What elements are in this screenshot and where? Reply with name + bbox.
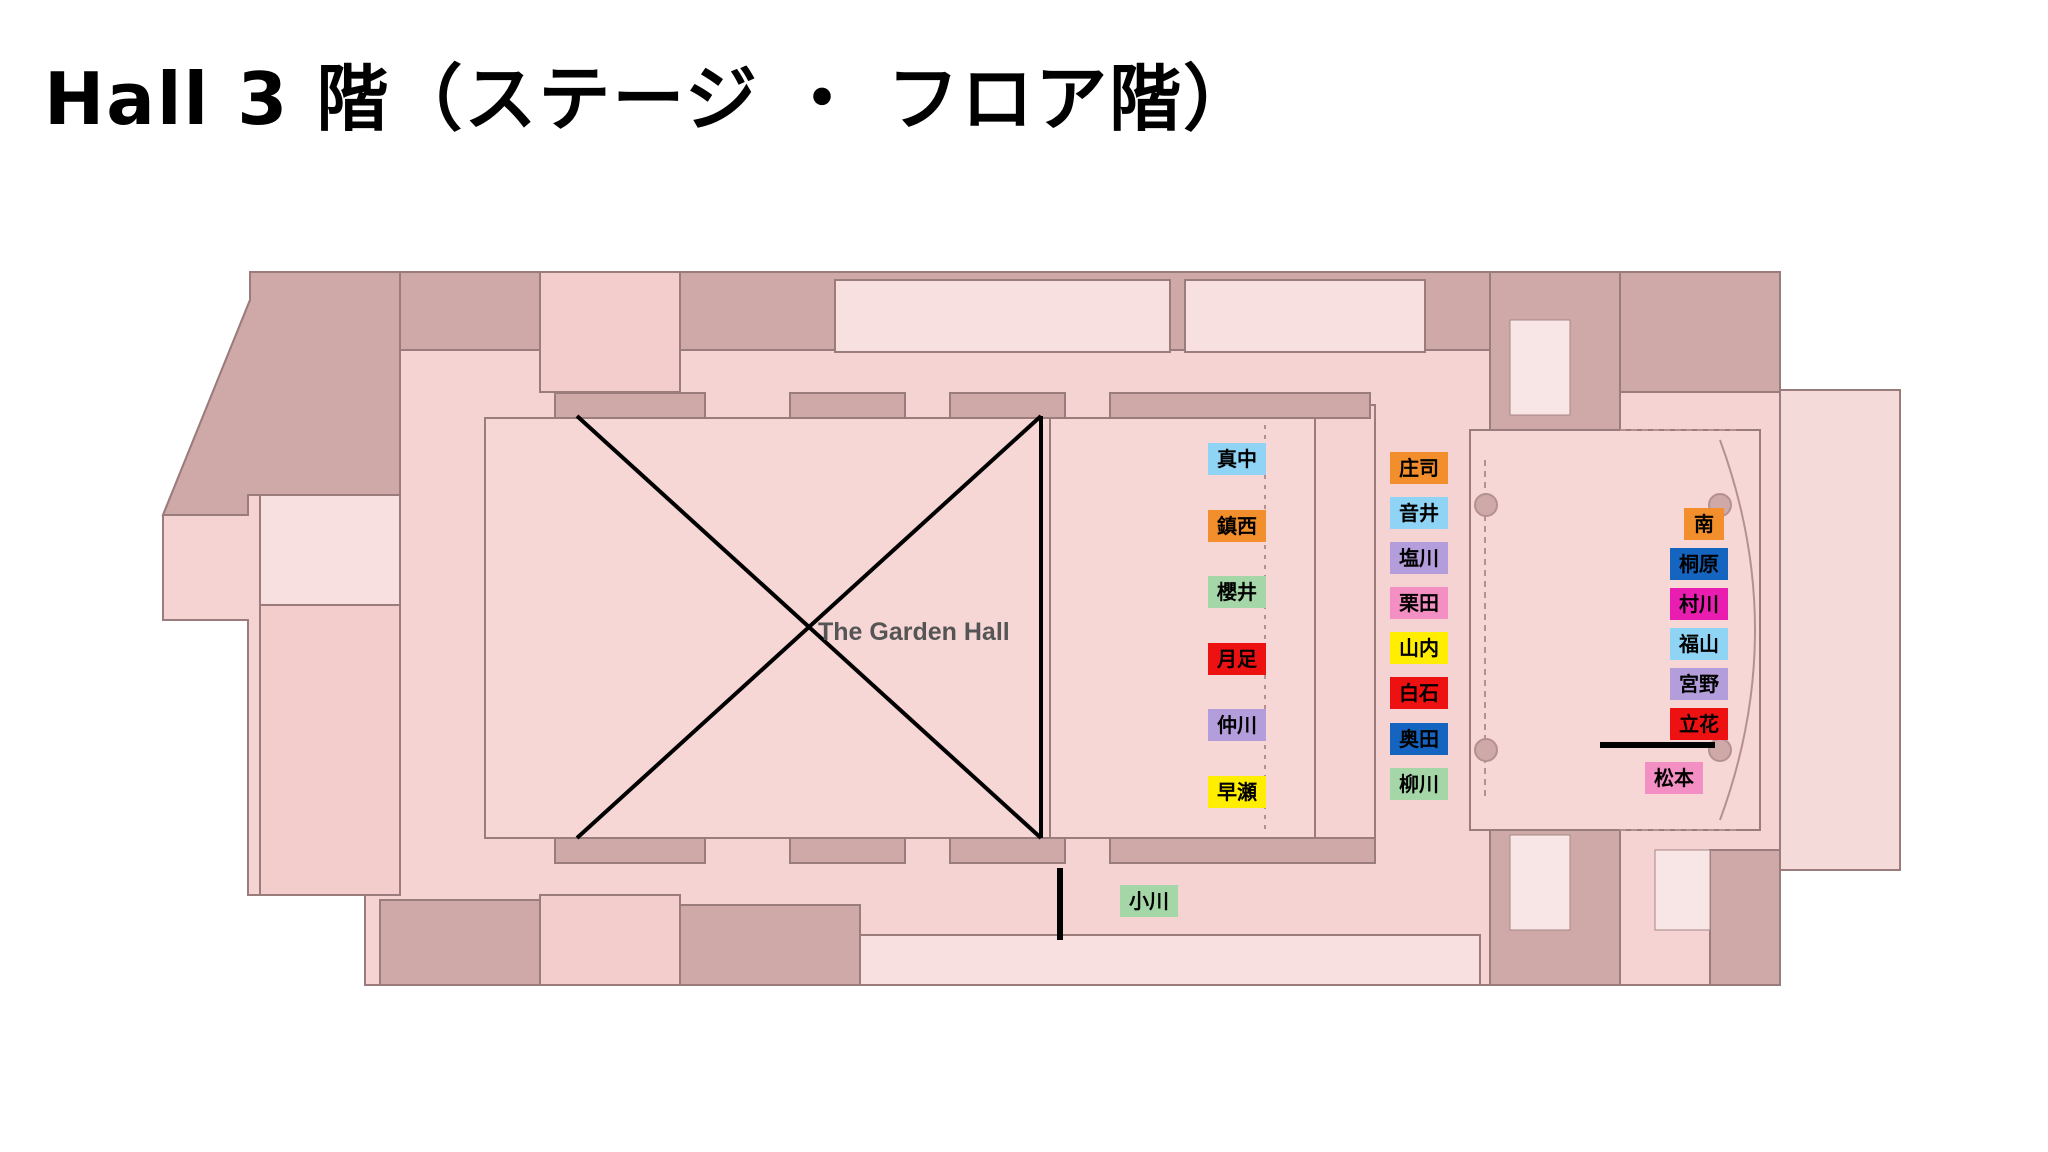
name-tag-box bbox=[1120, 885, 1178, 917]
name-tag-box bbox=[1390, 768, 1448, 800]
name-tag-box bbox=[1208, 576, 1266, 608]
name-tag-yamauchi: 山内 bbox=[1390, 632, 1448, 664]
name-tag-yanagawa: 柳川 bbox=[1390, 768, 1448, 800]
name-tag-label: 立花 bbox=[1679, 712, 1719, 736]
name-tag-label: 宮野 bbox=[1679, 672, 1719, 696]
name-tag-tsukiashi: 月足 bbox=[1208, 643, 1266, 675]
name-tag-box bbox=[1208, 709, 1266, 741]
name-tag-shiraishi: 白石 bbox=[1390, 677, 1448, 709]
name-tag-box bbox=[1390, 452, 1448, 484]
name-tag-shoji: 庄司 bbox=[1390, 452, 1448, 484]
name-tag-box bbox=[1390, 723, 1448, 755]
floor-area bbox=[1049, 417, 1316, 839]
name-tag-chinzei: 鎮西 bbox=[1208, 510, 1266, 542]
name-tag-label: 福山 bbox=[1678, 632, 1719, 656]
name-tag-label: 鎮西 bbox=[1217, 514, 1257, 538]
name-tag-kirihara: 桐原 bbox=[1670, 548, 1728, 580]
name-tag-hayase: 早瀬 bbox=[1208, 776, 1266, 808]
stairs bbox=[1509, 319, 1711, 931]
name-tag-label: 櫻井 bbox=[1216, 580, 1257, 604]
name-tag-box bbox=[1390, 587, 1448, 619]
name-tag-label: 塩川 bbox=[1399, 546, 1439, 570]
name-tag-box bbox=[1390, 542, 1448, 574]
hall-rooms bbox=[484, 392, 1761, 864]
name-tag-box bbox=[1208, 443, 1266, 475]
stage-x-mark bbox=[575, 414, 1043, 840]
name-tag-kurita: 栗田 bbox=[1390, 587, 1448, 619]
name-tag-box bbox=[1670, 548, 1728, 580]
name-tag-murakawa: 村川 bbox=[1670, 588, 1728, 620]
name-tag-okuda: 奥田 bbox=[1390, 723, 1448, 755]
divider-lines bbox=[1057, 742, 1715, 940]
name-tag-label: 小川 bbox=[1129, 889, 1169, 913]
name-tag-box bbox=[1645, 762, 1703, 794]
name-tag-label: 真中 bbox=[1217, 447, 1257, 471]
name-tag-tachibana: 立花 bbox=[1670, 708, 1728, 740]
name-tag-nakagawa: 仲川 bbox=[1208, 709, 1266, 741]
name-tag-matsumoto: 松本 bbox=[1645, 762, 1703, 794]
name-tag-miyano: 宮野 bbox=[1670, 668, 1728, 700]
name-tag-box bbox=[1670, 588, 1728, 620]
page-title: Hall 3 階（ステージ ・ フロア階） bbox=[44, 57, 1258, 141]
name-tag-box bbox=[1208, 643, 1266, 675]
name-tag-label: 南 bbox=[1694, 512, 1714, 536]
name-tag-label: 奥田 bbox=[1399, 727, 1439, 751]
name-tag-box bbox=[1670, 628, 1728, 660]
name-tag-ogawa: 小川 bbox=[1120, 885, 1178, 917]
name-tag-box bbox=[1390, 497, 1448, 529]
name-tag-shiokawa: 塩川 bbox=[1390, 542, 1448, 574]
name-tag-minami: 南 bbox=[1684, 508, 1724, 540]
name-tag-label: 月足 bbox=[1216, 647, 1258, 671]
name-tag-fukuyama: 福山 bbox=[1670, 628, 1728, 660]
name-tag-label: 柳川 bbox=[1399, 772, 1439, 796]
name-tag-box bbox=[1208, 510, 1266, 542]
name-tag-box bbox=[1390, 677, 1448, 709]
name-tag-label: 音井 bbox=[1399, 501, 1439, 525]
name-tag-box bbox=[1670, 708, 1728, 740]
name-tag-label: 庄司 bbox=[1399, 456, 1439, 480]
name-tag-label: 早瀬 bbox=[1217, 780, 1257, 804]
name-tag-label: 栗田 bbox=[1399, 591, 1439, 615]
name-tag-box bbox=[1670, 668, 1728, 700]
hall-label: The Garden Hall bbox=[818, 618, 1010, 646]
name-tag-label: 村川 bbox=[1679, 592, 1719, 616]
name-tag-otoi: 音井 bbox=[1390, 497, 1448, 529]
name-tag-label: 桐原 bbox=[1679, 552, 1719, 576]
name-tag-box bbox=[1208, 776, 1266, 808]
name-tag-box bbox=[1390, 632, 1448, 664]
stage-area bbox=[484, 417, 1051, 839]
name-tag-manaka: 真中 bbox=[1208, 443, 1266, 475]
name-tag-label: 仲川 bbox=[1217, 713, 1257, 737]
name-tag-label: 白石 bbox=[1399, 681, 1439, 705]
name-tag-label: 松本 bbox=[1654, 766, 1694, 790]
name-tag-box bbox=[1684, 508, 1724, 540]
name-tag-sakurai: 櫻井 bbox=[1208, 576, 1266, 608]
name-tag-label: 山内 bbox=[1399, 636, 1439, 660]
